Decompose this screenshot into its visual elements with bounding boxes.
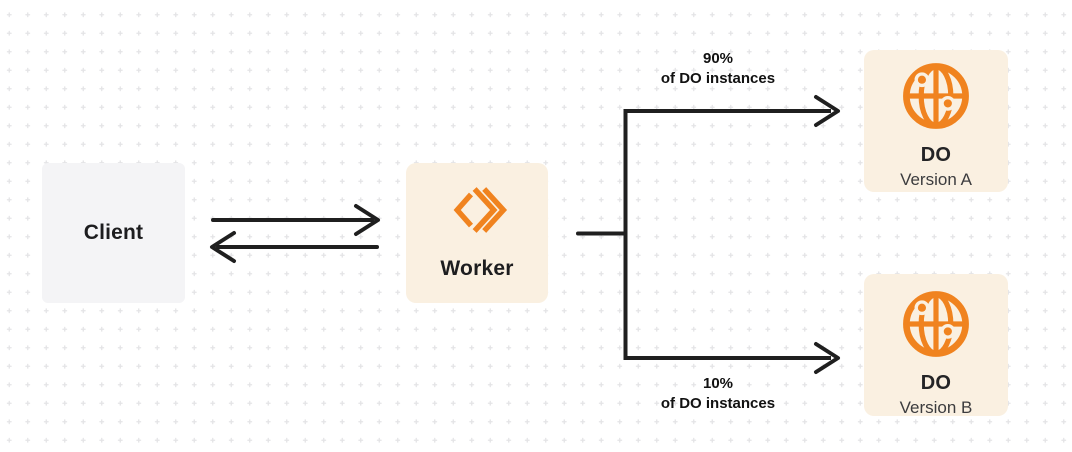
globe-icon — [903, 63, 969, 129]
do-version-b-node: DO Version B — [864, 274, 1008, 417]
top-branch-arrowhead — [814, 95, 840, 127]
do-version-b-title: DO — [920, 372, 952, 394]
top-branch-caption: of DO instances — [660, 70, 776, 87]
globe-icon — [903, 291, 969, 357]
client-to-worker-arrowhead — [354, 204, 380, 236]
bottom-branch-label: 10% of DO instances — [628, 374, 808, 414]
branch-trunk — [623, 109, 831, 360]
cloudflare-workers-icon — [453, 187, 508, 233]
bottom-branch-percent: 10% — [702, 375, 734, 392]
worker-node: Worker — [406, 163, 548, 303]
client-node: Client — [42, 163, 185, 303]
do-version-a-title: DO — [920, 144, 952, 166]
top-branch-percent: 90% — [702, 50, 734, 67]
top-branch-label: 90% of DO instances — [628, 49, 808, 89]
worker-to-client-arrowhead — [210, 231, 236, 263]
bottom-branch-arrowhead — [814, 342, 840, 374]
bottom-branch-caption: of DO instances — [660, 395, 776, 412]
do-version-b-subtitle: Version B — [899, 398, 973, 417]
client-label: Client — [83, 221, 144, 244]
do-version-a-subtitle: Version A — [900, 170, 972, 189]
do-version-a-node: DO Version A — [864, 50, 1008, 192]
worker-label: Worker — [440, 257, 514, 280]
